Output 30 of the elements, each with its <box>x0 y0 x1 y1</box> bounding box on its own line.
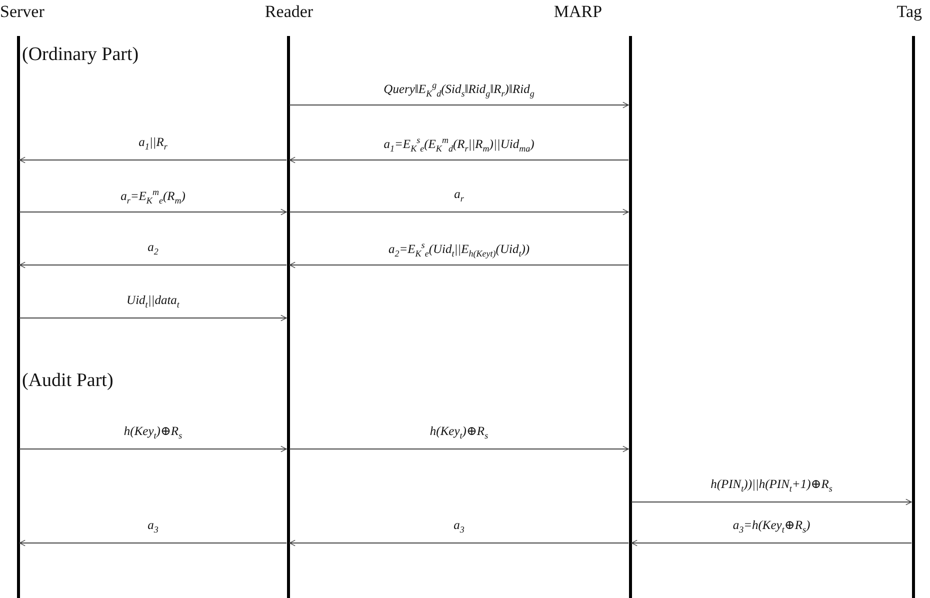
message-label: Uid$_{t}$||data$_{t}$ <box>126 294 180 310</box>
message-arrow <box>19 208 287 216</box>
participant-label: Tag <box>896 2 922 22</box>
message-arrow <box>19 540 287 546</box>
message-arrow <box>289 540 629 546</box>
message-arrow <box>289 102 629 108</box>
message-label: h(PIN$_{t}$))||h(PIN$_{t}$+1)⊕R$_{s}$ <box>710 478 832 494</box>
message-label: a$_{r}$ <box>454 188 464 204</box>
message-arrow <box>19 446 287 452</box>
message-arrow <box>19 156 287 164</box>
message-label: a$_{3}$ <box>148 519 158 534</box>
participant-label: Reader <box>264 2 314 22</box>
message-label: a$_{3}$=h(Key$_{t}$⊕R$_{s}$) <box>732 519 810 534</box>
message-arrow <box>631 498 912 506</box>
message-label: a$_{2}$ <box>148 241 158 256</box>
message-arrow <box>19 262 287 268</box>
message-arrow <box>289 262 629 268</box>
participant-label: MARP <box>554 2 602 22</box>
message-arrow <box>289 446 629 452</box>
participant-label: Server <box>0 2 44 22</box>
message-label: a$_{3}$ <box>454 519 464 534</box>
message-label: h(Key$_{t}$)⊕R$_{s}$ <box>430 425 488 440</box>
section-heading: (Ordinary Part) <box>22 44 139 66</box>
section-heading: (Audit Part) <box>22 370 114 392</box>
message-arrow <box>289 208 629 216</box>
message-label: a$_{1}$||R$_{r}$ <box>138 136 168 152</box>
message-label: h(Key$_{t}$)⊕R$_{s}$ <box>124 425 182 440</box>
message-arrow <box>289 156 629 164</box>
message-arrow <box>631 540 912 546</box>
message-arrow <box>19 314 287 322</box>
